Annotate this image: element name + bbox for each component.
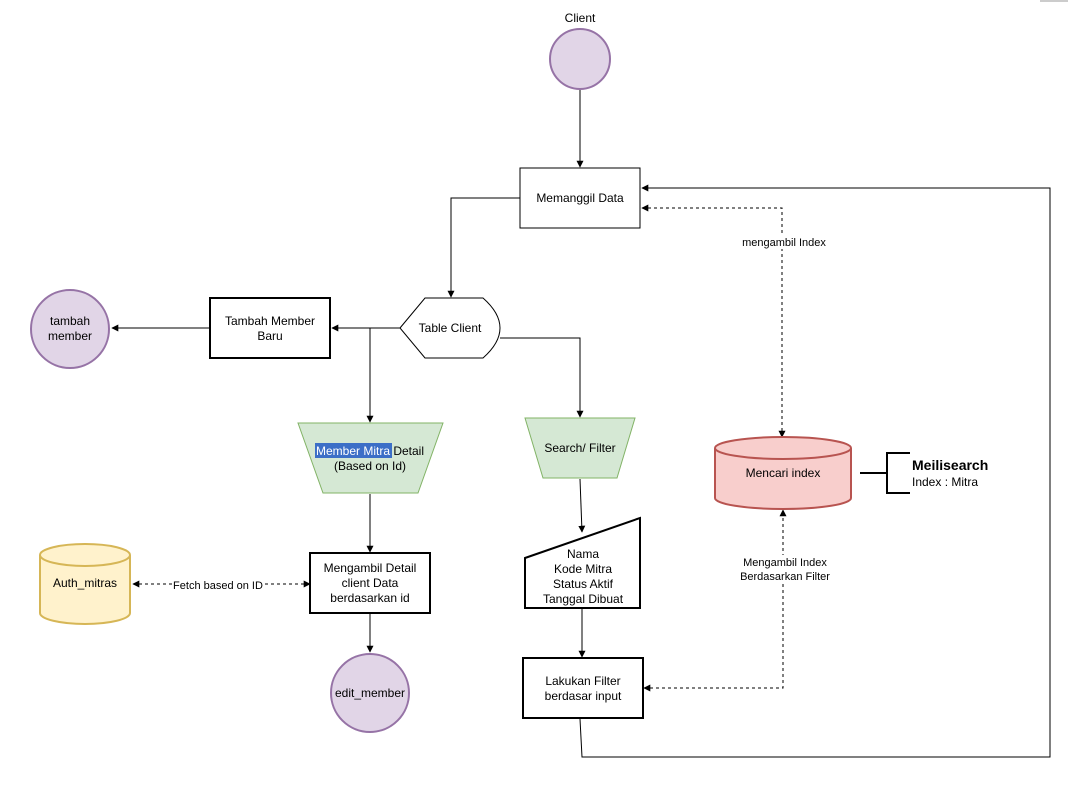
- node-auth-mitras[interactable]: Auth_mitras: [39, 543, 131, 625]
- node-auth-mitras-label: Auth_mitras: [53, 576, 117, 590]
- node-mengambil-detail-line2: client Data: [342, 576, 399, 590]
- node-tambah-member-line2: member: [48, 329, 92, 343]
- node-tambah-member-baru-line2: Baru: [257, 329, 282, 343]
- meilisearch-subtitle: Index : Mitra: [912, 475, 978, 489]
- node-table-client-label: Table Client: [419, 321, 482, 335]
- node-lakukan-filter[interactable]: Lakukan Filter berdasar input: [522, 657, 644, 719]
- edge-dashed-memanggil-mencari: [641, 204, 786, 438]
- node-search-filter-label: Search/ Filter: [544, 441, 615, 455]
- node-client-label: Client: [565, 11, 596, 25]
- edge-loop-back: [579, 184, 1051, 758]
- edge-label-fetch-based-on-id: Fetch based on ID: [172, 578, 264, 592]
- node-tambah-member-baru[interactable]: Tambah Member Baru: [209, 297, 331, 359]
- node-client[interactable]: Client: [549, 11, 611, 90]
- node-search-filter[interactable]: Search/ Filter: [524, 417, 636, 479]
- meilisearch-bracket: [886, 452, 910, 494]
- dashed-edges: [132, 204, 787, 692]
- edge-label-filter-line2: Berdasarkan Filter: [740, 571, 830, 583]
- edge-table-to-search: [500, 337, 584, 418]
- member-mitra-rest: Detail: [390, 444, 424, 458]
- edge-label-mengambil-index-filter: Mengambil Index Berdasarkan Filter: [736, 555, 834, 583]
- node-edit-member-label: edit_member: [335, 686, 405, 700]
- node-filter-fields-line1: Nama: [567, 547, 599, 561]
- node-lakukan-filter-line2: berdasar input: [545, 689, 622, 703]
- edge-label-mengambil-index: mengambil Index: [738, 234, 830, 249]
- node-filter-fields-line3: Status Aktif: [553, 577, 614, 591]
- node-mencari-index[interactable]: Mencari index: [714, 436, 852, 510]
- node-meilisearch: Meilisearch Index : Mitra: [912, 457, 988, 489]
- edge-label-fetch-text: Fetch based on ID: [173, 580, 263, 592]
- node-mengambil-detail-line1: Mengambil Detail: [324, 561, 417, 575]
- node-tambah-member-line1: tambah: [50, 314, 90, 328]
- edge-search-to-fields: [578, 478, 586, 533]
- node-mengambil-detail-line3: berdasarkan id: [330, 591, 409, 605]
- meilisearch-title: Meilisearch: [912, 457, 988, 473]
- node-filter-fields-line2: Kode Mitra: [554, 562, 612, 576]
- edges: [111, 89, 1051, 758]
- node-filter-fields-line4: Tanggal Dibuat: [543, 592, 624, 606]
- node-tambah-member[interactable]: tambah member: [30, 289, 110, 369]
- node-member-mitra-detail-line1: Member Mitra Detail: [316, 444, 424, 458]
- node-filter-fields[interactable]: Nama Kode Mitra Status Aktif Tanggal Dib…: [524, 516, 641, 609]
- node-memanggil-data-label: Memanggil Data: [536, 191, 624, 205]
- node-member-mitra-detail-line2: (Based on Id): [334, 459, 406, 473]
- edge-dashed-lakukan-mencari: [643, 509, 787, 692]
- edge-memanggil-to-table: [447, 197, 520, 298]
- node-member-mitra-detail[interactable]: Member Mitra Detail (Based on Id): [297, 422, 444, 494]
- node-mengambil-detail[interactable]: Mengambil Detail client Data berdasarkan…: [309, 552, 431, 614]
- edge-label-mengambil-index-text: mengambil Index: [742, 237, 826, 249]
- node-table-client[interactable]: Table Client: [399, 297, 501, 359]
- node-edit-member[interactable]: edit_member: [330, 653, 410, 733]
- node-memanggil-data[interactable]: Memanggil Data: [519, 167, 641, 229]
- node-mencari-index-label: Mencari index: [746, 466, 821, 480]
- edge-label-filter-line1: Mengambil Index: [743, 557, 827, 569]
- member-mitra-highlight: Member Mitra: [316, 444, 390, 458]
- node-lakukan-filter-line1: Lakukan Filter: [545, 674, 620, 688]
- node-tambah-member-baru-line1: Tambah Member: [225, 314, 315, 328]
